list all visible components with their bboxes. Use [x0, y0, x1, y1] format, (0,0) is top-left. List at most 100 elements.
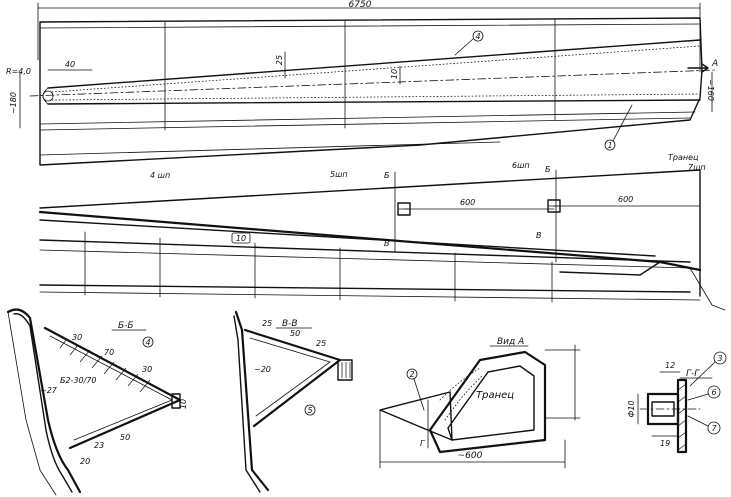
wedge-bottom-dots	[51, 93, 701, 101]
section-gg-bushing	[646, 392, 680, 426]
section-bb-wedge	[43, 326, 182, 450]
section-bb-hull-outer	[6, 308, 82, 494]
section-gg-callout-3: 3	[717, 354, 722, 363]
section-gg-dim-19: 19	[660, 439, 670, 448]
left-height-label: ~180	[9, 92, 18, 114]
section-gg-callout-7: 7	[711, 424, 717, 433]
side-view: 4 шп 5шп 6шп Транец 7шп Б Б 600	[38, 153, 726, 311]
view-a: Вид А Транец ~600 2 Г	[379, 337, 581, 469]
hull-upper-outline	[39, 169, 701, 297]
section-b-left-label: Б	[384, 171, 390, 180]
callout-4-circle	[472, 30, 484, 42]
view-a-callout-2-label: 2	[409, 370, 414, 379]
section-bb-dim-23: 23	[94, 441, 104, 450]
wedge-top-dots	[51, 45, 701, 93]
view-a-callout-2-circle	[406, 368, 418, 380]
overall-length-label: 6750	[349, 0, 372, 10]
frame-4-label: 4 шп	[150, 171, 170, 180]
chine-line	[39, 111, 696, 125]
view-a-section-g-label: Г	[420, 439, 425, 448]
chine-side	[39, 239, 691, 263]
section-bb-end-cap	[171, 393, 181, 409]
transom-label: Транец	[668, 153, 699, 162]
view-a-dim-600-label: ~600	[458, 451, 483, 461]
view-a-transom-inner	[447, 365, 535, 441]
callout-1-leader	[612, 104, 633, 142]
section-bb-spec: Б2-30/70	[60, 376, 97, 385]
section-vv-hull-inner	[233, 315, 261, 493]
section-bb-dim-50: 50	[120, 433, 130, 442]
section-gg-callout-3-leader	[689, 361, 716, 387]
sponson-upper-edge	[39, 219, 656, 257]
transom-bottom	[689, 267, 726, 311]
chine-side-2	[39, 249, 691, 269]
right-height-label: ~160	[706, 79, 715, 101]
section-bb-dim-10: 10	[179, 399, 188, 409]
top-outline	[39, 17, 703, 166]
section-gg-callout-7-leader	[687, 415, 709, 427]
section-vv-hull	[234, 310, 270, 492]
section-gg: Г-Г 12 Ф10 19 3 6 7	[627, 351, 727, 454]
section-gg-callout-7-circle	[707, 421, 721, 435]
section-bb-callout-4-circle	[142, 336, 154, 348]
section-arrow-a	[687, 63, 709, 73]
chine-line-2	[39, 117, 691, 131]
section-gg-plate-hatching	[677, 383, 687, 451]
dim-10-label: 10	[390, 69, 399, 79]
section-vv-end-cap	[337, 359, 353, 381]
view-a-wedge-dots-2	[444, 375, 483, 421]
section-vv-dim-20: ~20	[254, 365, 271, 374]
section-bb-hull-left	[7, 311, 57, 496]
nose-radius-circle	[42, 90, 54, 102]
section-bb-dim-30: 30	[72, 333, 82, 342]
section-gg-dim-12: 12	[665, 361, 675, 370]
section-gg-callout-3-circle	[713, 351, 727, 365]
callout-4-leader	[454, 38, 474, 56]
section-gg-callout-6-circle	[707, 385, 721, 399]
view-a-callout-2-leader	[413, 378, 425, 411]
section-vv-dim-25b: 25	[316, 339, 326, 348]
view-a-wedge-dots	[439, 367, 481, 401]
section-bb: Б-Б 30 70 30 ~27 Б2-30/70 23 50 20	[6, 308, 188, 496]
wedge-bottom-edge	[47, 99, 701, 105]
section-vv-callout-5-label: 5	[307, 406, 312, 415]
section-gg-title: Г-Г	[686, 369, 700, 379]
section-bb-title: Б-Б	[118, 321, 134, 331]
wedge-nose	[42, 87, 49, 105]
view-a-transom-label: Транец	[476, 390, 514, 401]
section-vv-dim-25a: 25	[262, 319, 272, 328]
section-gg-plate	[676, 378, 688, 454]
section-bb-dim-27: ~27	[40, 386, 58, 395]
dim-600-b-label: 600	[618, 195, 633, 204]
section-gg-callout-6: 6	[711, 388, 716, 397]
frame-7-label: 7шп	[688, 163, 706, 172]
radius-label: R=4,0	[6, 67, 31, 76]
section-vv: В-В 25 50 25 ~20 5	[233, 310, 353, 493]
wedge-top-edge	[47, 39, 701, 89]
section-bb-dim-70: 70	[104, 348, 114, 357]
frame-6-label: 6шп	[512, 161, 530, 170]
top-view: 6750 40 25 10 R=4,0 ~180 ~16	[6, 0, 718, 166]
callout-4-label: 4	[475, 32, 480, 41]
dim-25-label: 25	[275, 55, 284, 65]
section-vv-dim-50: 50	[290, 329, 300, 338]
step-profile	[559, 261, 661, 276]
section-bb-dim-30b: 30	[142, 365, 152, 374]
section-gg-dim-d10: Ф10	[627, 400, 636, 417]
section-vv-hatching	[341, 362, 351, 378]
keel-line	[39, 141, 501, 156]
section-vv-title: В-В	[282, 319, 298, 329]
section-bb-hull-inner	[13, 313, 73, 493]
section-bb-dim-20: 20	[80, 457, 90, 466]
section-vv-wedge-inner	[249, 337, 331, 417]
dim-600-a-label: 600	[460, 198, 475, 207]
top-inner-edge	[39, 23, 701, 29]
keel-side	[39, 284, 691, 293]
section-bb-hatching	[59, 339, 151, 393]
axis-centerline	[29, 69, 716, 97]
sponson-lower-edge	[38, 210, 702, 272]
section-v-right-label: В	[536, 231, 542, 240]
view-a-wedge	[379, 391, 453, 441]
dim-40-label: 40	[65, 60, 75, 69]
